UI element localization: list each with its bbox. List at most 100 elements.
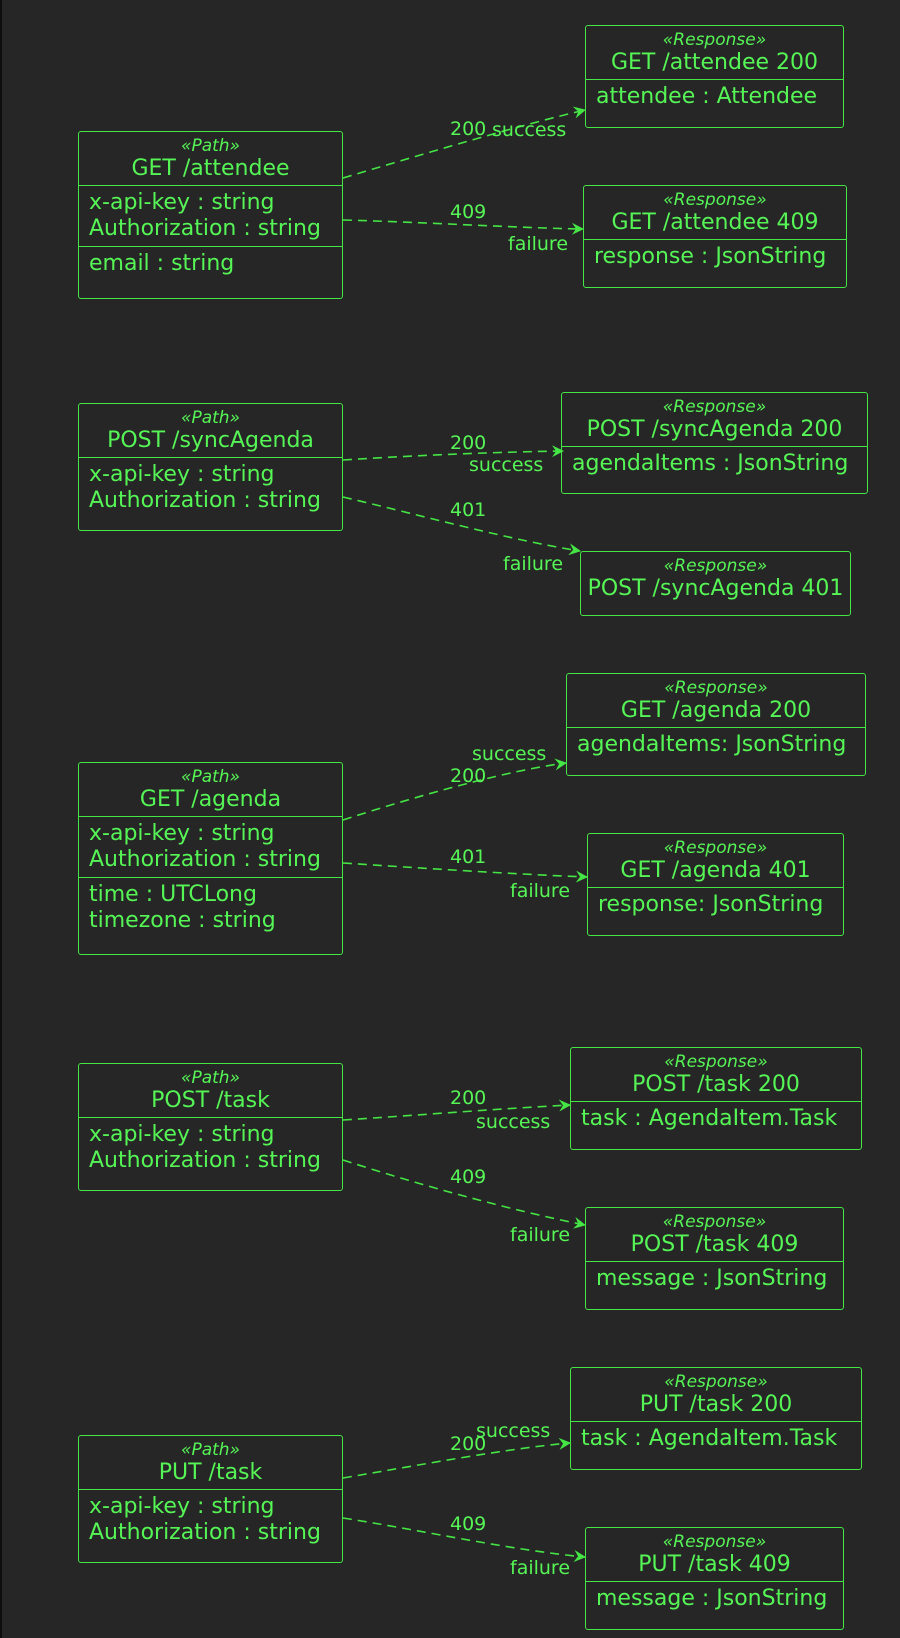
- response-title: GET /agenda 200: [620, 698, 812, 723]
- link-code-label: 200: [450, 118, 486, 140]
- link-result-label: failure: [510, 880, 570, 902]
- param-field: x-api-key : string: [89, 462, 275, 487]
- stereotype-label: «Path»: [180, 408, 241, 428]
- param-field: Authorization : string: [89, 1148, 321, 1173]
- response-box-get-attendee-409: «Response»GET /attendee 409 response : J…: [583, 185, 847, 288]
- connector-agenda-200: [342, 758, 567, 821]
- link-result-label: success: [492, 119, 566, 141]
- link-code-label: 401: [450, 499, 486, 521]
- response-title: GET /agenda 401: [620, 858, 811, 883]
- response-box-put-task-200: «Response»PUT /task 200 task : AgendaIte…: [570, 1367, 862, 1470]
- param-field: x-api-key : string: [89, 1494, 275, 1519]
- response-field: response: JsonString: [588, 887, 843, 922]
- response-box-post-syncagenda-401: «Response»POST /syncAgenda 401: [580, 551, 851, 616]
- link-code-label: 200: [450, 432, 486, 454]
- link-code-label: 409: [450, 1513, 486, 1535]
- response-field: response : JsonString: [584, 239, 846, 274]
- response-box-get-agenda-200: «Response»GET /agenda 200 agendaItems: J…: [566, 673, 866, 776]
- stereotype-label: «Response»: [664, 1052, 768, 1072]
- connector-posttask-200: [342, 1099, 571, 1121]
- response-title: PUT /task 200: [639, 1392, 793, 1417]
- response-box-get-attendee-200: «Response»GET /attendee 200 attendee : A…: [585, 25, 844, 128]
- param-field: x-api-key : string: [89, 821, 275, 846]
- link-result-label: success: [476, 1420, 550, 1442]
- link-result-label: success: [472, 743, 546, 765]
- path-title: PUT /task: [158, 1460, 263, 1485]
- connector-attendee-409: [342, 219, 584, 235]
- stereotype-label: «Response»: [662, 1532, 767, 1552]
- param-field: Authorization : string: [89, 1520, 321, 1545]
- response-field: message : JsonString: [586, 1581, 843, 1616]
- link-result-label: failure: [508, 233, 568, 255]
- response-field: agendaItems: JsonString: [567, 727, 865, 762]
- stereotype-label: «Response»: [662, 30, 767, 50]
- response-title: PUT /task 409: [638, 1552, 791, 1577]
- link-code-label: 200: [450, 1433, 486, 1455]
- path-box-post-syncagenda: «Path»POST /syncAgenda x-api-key : strin…: [78, 403, 343, 531]
- stereotype-label: «Path»: [180, 1440, 241, 1460]
- response-title: POST /task 409: [630, 1232, 799, 1257]
- response-field: message : JsonString: [586, 1261, 843, 1296]
- param-field: Authorization : string: [89, 847, 321, 872]
- response-field: attendee : Attendee: [586, 79, 843, 114]
- param-field: Authorization : string: [89, 216, 321, 241]
- path-title: POST /task: [151, 1088, 270, 1113]
- connector-agenda-401: [342, 862, 588, 883]
- response-title: POST /task 200: [632, 1072, 800, 1097]
- param-field: Authorization : string: [89, 488, 321, 513]
- response-title: GET /attendee 200: [610, 50, 819, 75]
- query-field: time : UTCLong: [89, 882, 257, 907]
- link-code-label: 409: [450, 201, 486, 223]
- query-field: email : string: [89, 251, 235, 276]
- response-title: POST /syncAgenda 401: [587, 576, 844, 601]
- link-code-label: 200: [450, 1087, 486, 1109]
- window-edge: [0, 0, 2, 1638]
- connector-syncagenda-401: [342, 496, 581, 556]
- response-box-post-task-200: «Response»POST /task 200 task : AgendaIt…: [570, 1047, 862, 1150]
- stereotype-label: «Response»: [664, 678, 768, 698]
- stereotype-label: «Response»: [664, 1372, 768, 1392]
- path-title: GET /agenda: [139, 787, 282, 812]
- path-title: POST /syncAgenda: [107, 428, 314, 453]
- connector-syncagenda-200: [342, 445, 564, 461]
- link-result-label: success: [476, 1111, 550, 1133]
- link-code-label: 401: [450, 846, 486, 868]
- query-field: timezone : string: [89, 908, 276, 933]
- link-result-label: failure: [510, 1557, 570, 1579]
- stereotype-label: «Response»: [662, 1212, 767, 1232]
- response-field: task : AgendaItem.Task: [571, 1421, 861, 1456]
- connector-puttask-409: [342, 1517, 586, 1562]
- link-result-label: success: [469, 454, 543, 476]
- stereotype-label: «Response»: [662, 397, 767, 417]
- stereotype-label: «Path»: [180, 136, 241, 156]
- stereotype-label: «Path»: [180, 1068, 241, 1088]
- param-field: x-api-key : string: [89, 1122, 275, 1147]
- response-title: GET /attendee 409: [611, 210, 819, 235]
- connector-posttask-409: [342, 1159, 586, 1229]
- connector-attendee-200: [342, 106, 586, 179]
- link-code-label: 200: [450, 765, 486, 787]
- response-field: task : AgendaItem.Task: [571, 1101, 861, 1136]
- link-result-label: failure: [510, 1224, 570, 1246]
- stereotype-label: «Response»: [663, 838, 768, 858]
- param-field: x-api-key : string: [89, 190, 275, 215]
- response-box-get-agenda-401: «Response»GET /agenda 401 response: Json…: [587, 833, 844, 936]
- stereotype-label: «Response»: [663, 190, 767, 210]
- link-result-label: failure: [503, 553, 563, 575]
- connector-puttask-200: [342, 1437, 571, 1479]
- response-box-put-task-409: «Response»PUT /task 409 message : JsonSt…: [585, 1527, 844, 1630]
- response-box-post-task-409: «Response»POST /task 409 message : JsonS…: [585, 1207, 844, 1310]
- response-title: POST /syncAgenda 200: [586, 417, 843, 442]
- path-title: GET /attendee: [131, 156, 290, 181]
